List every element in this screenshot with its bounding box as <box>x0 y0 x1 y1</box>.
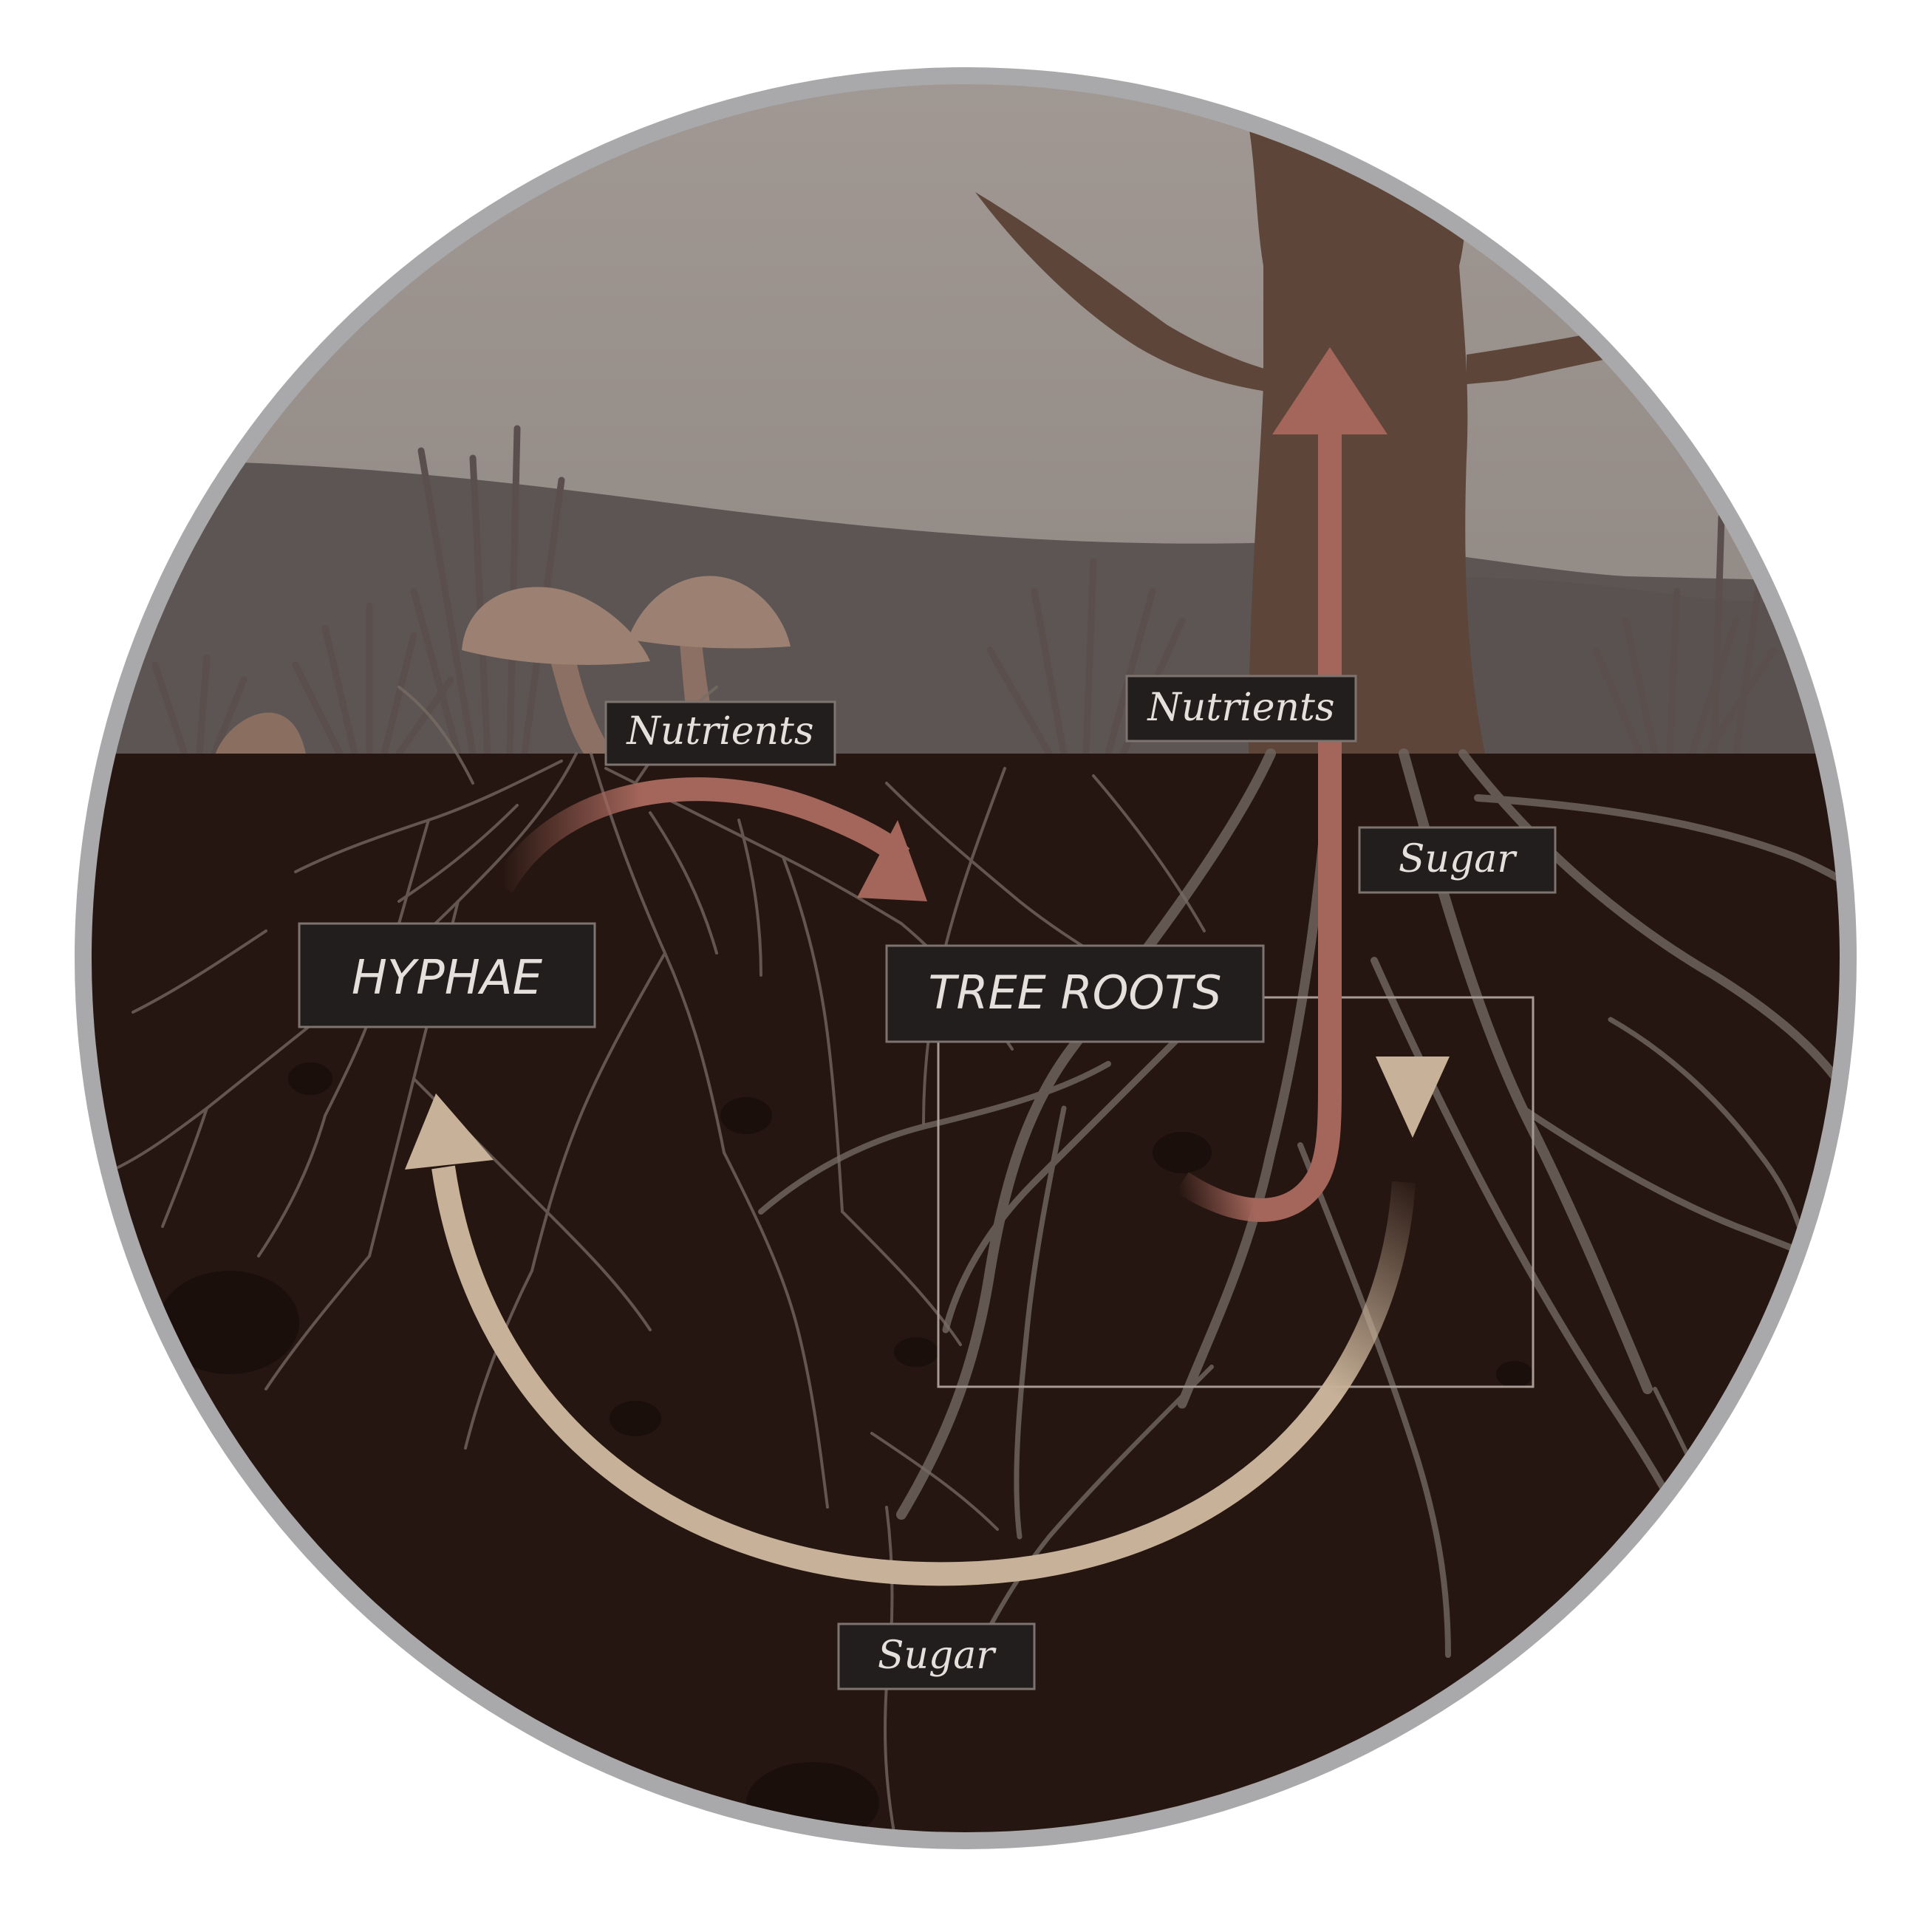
sugar-arrow-down <box>1376 491 1450 1138</box>
rock <box>214 712 307 757</box>
label-tree-roots: TREE ROOTS <box>885 944 1265 1043</box>
label-nutrients-right-text: Nutrients <box>1146 686 1334 730</box>
label-nutrients-right: Nutrients <box>1125 675 1357 743</box>
sugar-arrow-arc <box>405 1093 1416 1586</box>
label-hyphae-text: HYPHAE <box>352 951 543 1006</box>
label-sugar-right-text: Sugar <box>1399 837 1518 881</box>
label-nutrients-left-text: Nutrients <box>625 709 813 754</box>
label-nutrients-left: Nutrients <box>604 700 836 766</box>
nutrients-arrow-curved <box>492 777 927 901</box>
mushroom-icon <box>462 576 791 754</box>
label-sugar-bottom: Sugar <box>837 1622 1036 1690</box>
label-sugar-right: Sugar <box>1358 826 1557 894</box>
label-tree-roots-text: TREE ROOTS <box>929 966 1222 1020</box>
nutrients-arrow-up <box>1175 347 1387 1222</box>
label-sugar-bottom-text: Sugar <box>878 1634 997 1678</box>
label-hyphae: HYPHAE <box>298 922 596 1028</box>
